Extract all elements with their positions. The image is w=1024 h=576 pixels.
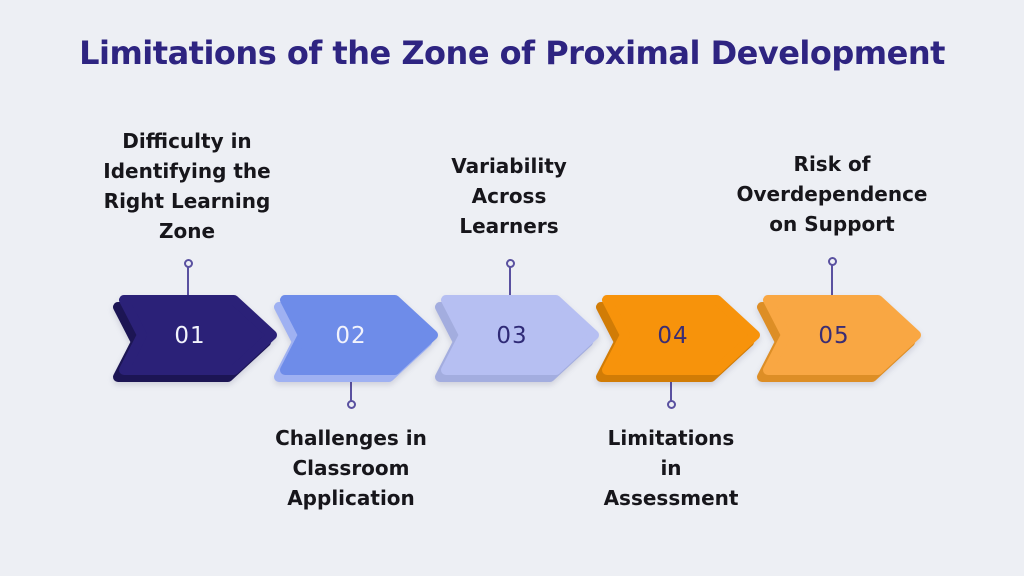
arrow-face [280, 295, 438, 375]
connector-line [509, 267, 511, 302]
connector-dot [667, 400, 676, 409]
step-number: 05 [818, 323, 849, 349]
step-2-label: Challenges in Classroom Application [275, 426, 427, 510]
page-title: Limitations of the Zone of Proximal Deve… [79, 34, 945, 72]
step-number: 01 [174, 323, 205, 349]
step-4-label: Limitations in Assessment [603, 426, 739, 510]
arrow-face [602, 295, 760, 375]
arrow-step-2: 02 [274, 295, 438, 382]
arrow-step-5: 05 [757, 295, 921, 382]
arrow-face [119, 295, 277, 375]
arrow-step-1: 01 [113, 295, 277, 382]
arrow-step-4: 04 [596, 295, 760, 382]
connector-line [831, 265, 833, 302]
step-number: 04 [657, 323, 688, 349]
connector-line [350, 374, 352, 401]
step-number: 02 [335, 323, 366, 349]
step-5-label: Risk of Overdependence on Support [736, 152, 928, 236]
arrow-step-3: 03 [435, 295, 599, 382]
step-1-label: Difficulty in Identifying the Right Lear… [103, 129, 271, 243]
step-3-label: Variability Across Learners [451, 154, 567, 238]
step-number: 03 [496, 323, 527, 349]
arrow-face [441, 295, 599, 375]
connector-line [670, 374, 672, 401]
connector-dot [347, 400, 356, 409]
arrow-face [763, 295, 921, 375]
connector-line [187, 267, 189, 302]
